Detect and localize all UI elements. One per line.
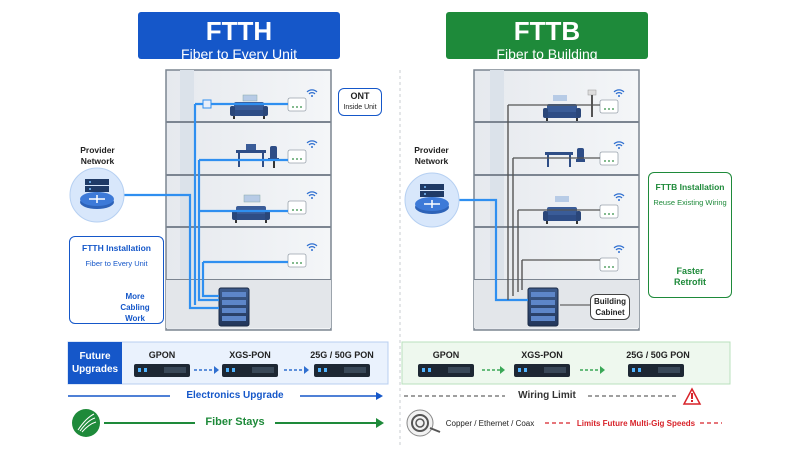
ont-title: ONT <box>350 91 370 101</box>
chair-icon <box>576 148 585 162</box>
building-cabinet-callout <box>590 294 630 320</box>
router-icon <box>404 172 460 228</box>
pon-25g-label: 25G / 50G PON <box>310 350 374 360</box>
router-icon <box>69 167 125 223</box>
fiber-lines <box>112 102 288 310</box>
fiber-strands <box>77 413 97 433</box>
xgs-pon-label: XGS-PON <box>521 350 563 360</box>
fttb-title-box: FTTB Fiber to Building <box>446 12 648 62</box>
ont-device <box>287 200 307 215</box>
ftth-install-title: FTTH Installation <box>82 243 151 253</box>
gpon-label: GPON <box>432 350 460 360</box>
ftth-install-box <box>69 236 164 324</box>
ont-callout <box>338 88 382 116</box>
ftth-install-subtitle: Fiber to Every Unit <box>85 259 148 268</box>
desk-icon <box>545 152 573 167</box>
limits-label: Limits Future Multi-Gig Speeds <box>576 419 696 428</box>
lamp-icon <box>587 89 597 117</box>
picture-frame <box>555 196 569 202</box>
arrow-icon <box>376 418 384 428</box>
ont-subtitle: Inside Unit <box>343 104 377 111</box>
fttb-upgrade-panel <box>401 341 731 385</box>
electronics-upgrade-label: Electronics Upgrade <box>170 390 300 401</box>
gpon-label: GPON <box>148 350 176 360</box>
ont-device <box>599 204 619 219</box>
splitter-box <box>202 99 212 109</box>
server-icon <box>527 287 559 327</box>
pon-25g-device <box>628 364 684 377</box>
ont-device <box>599 257 619 272</box>
ont-device <box>287 149 307 164</box>
pon-25g-label: 25G / 50G PON <box>626 350 690 360</box>
picture-frame <box>243 194 261 203</box>
cabling-label: More Cabling Work <box>120 292 150 323</box>
wiring-limit-label: Wiring Limit <box>518 390 576 401</box>
ftth-subtitle: Fiber to Every Unit <box>181 46 297 62</box>
future-upgrades-tag <box>68 342 122 384</box>
future-upgrades-label: Future Upgrades <box>71 351 119 375</box>
ftth-provider-label: Provider Network <box>80 145 115 166</box>
fttb-install-subtitle: Reuse Existing Wiring <box>653 198 727 207</box>
fttb-wiring <box>450 104 600 302</box>
fttb-subtitle: Fiber to Building <box>496 46 598 62</box>
fttb-install-box <box>648 172 732 298</box>
fttb-install-title: FTTB Installation <box>655 182 725 192</box>
fttb-title: FTTB <box>513 16 581 46</box>
xgs-pon-label: XGS-PON <box>229 350 271 360</box>
arrow-icon <box>376 392 383 400</box>
fiber-icon <box>72 409 100 437</box>
warning-icon <box>682 387 702 405</box>
xgs-pon-device <box>222 364 278 377</box>
ont-device <box>599 99 619 114</box>
fttb-provider-label: Provider Network <box>414 145 449 166</box>
faster-retrofit-label: Faster Retrofit <box>674 266 706 287</box>
fiber-stays-label: Fiber Stays <box>195 417 275 428</box>
xgs-pon-device <box>514 364 570 377</box>
server-icon <box>218 287 250 327</box>
picture-frame <box>553 95 567 101</box>
gpon-device <box>134 364 190 377</box>
ftth-title: FTTH <box>205 16 273 46</box>
picture-frame <box>242 94 258 102</box>
building-cabinet-label: Building Cabinet <box>594 297 626 317</box>
ont-device <box>599 151 619 166</box>
copper-cable-icon <box>406 409 441 437</box>
ftth-title-box: FTTH Fiber to Every Unit <box>138 12 340 62</box>
ont-device <box>287 97 307 112</box>
ont-device <box>287 253 307 268</box>
gpon-device <box>418 364 474 377</box>
pon-25g-device <box>314 364 370 377</box>
copper-label: Copper / Ethernet / Coax <box>445 419 535 428</box>
